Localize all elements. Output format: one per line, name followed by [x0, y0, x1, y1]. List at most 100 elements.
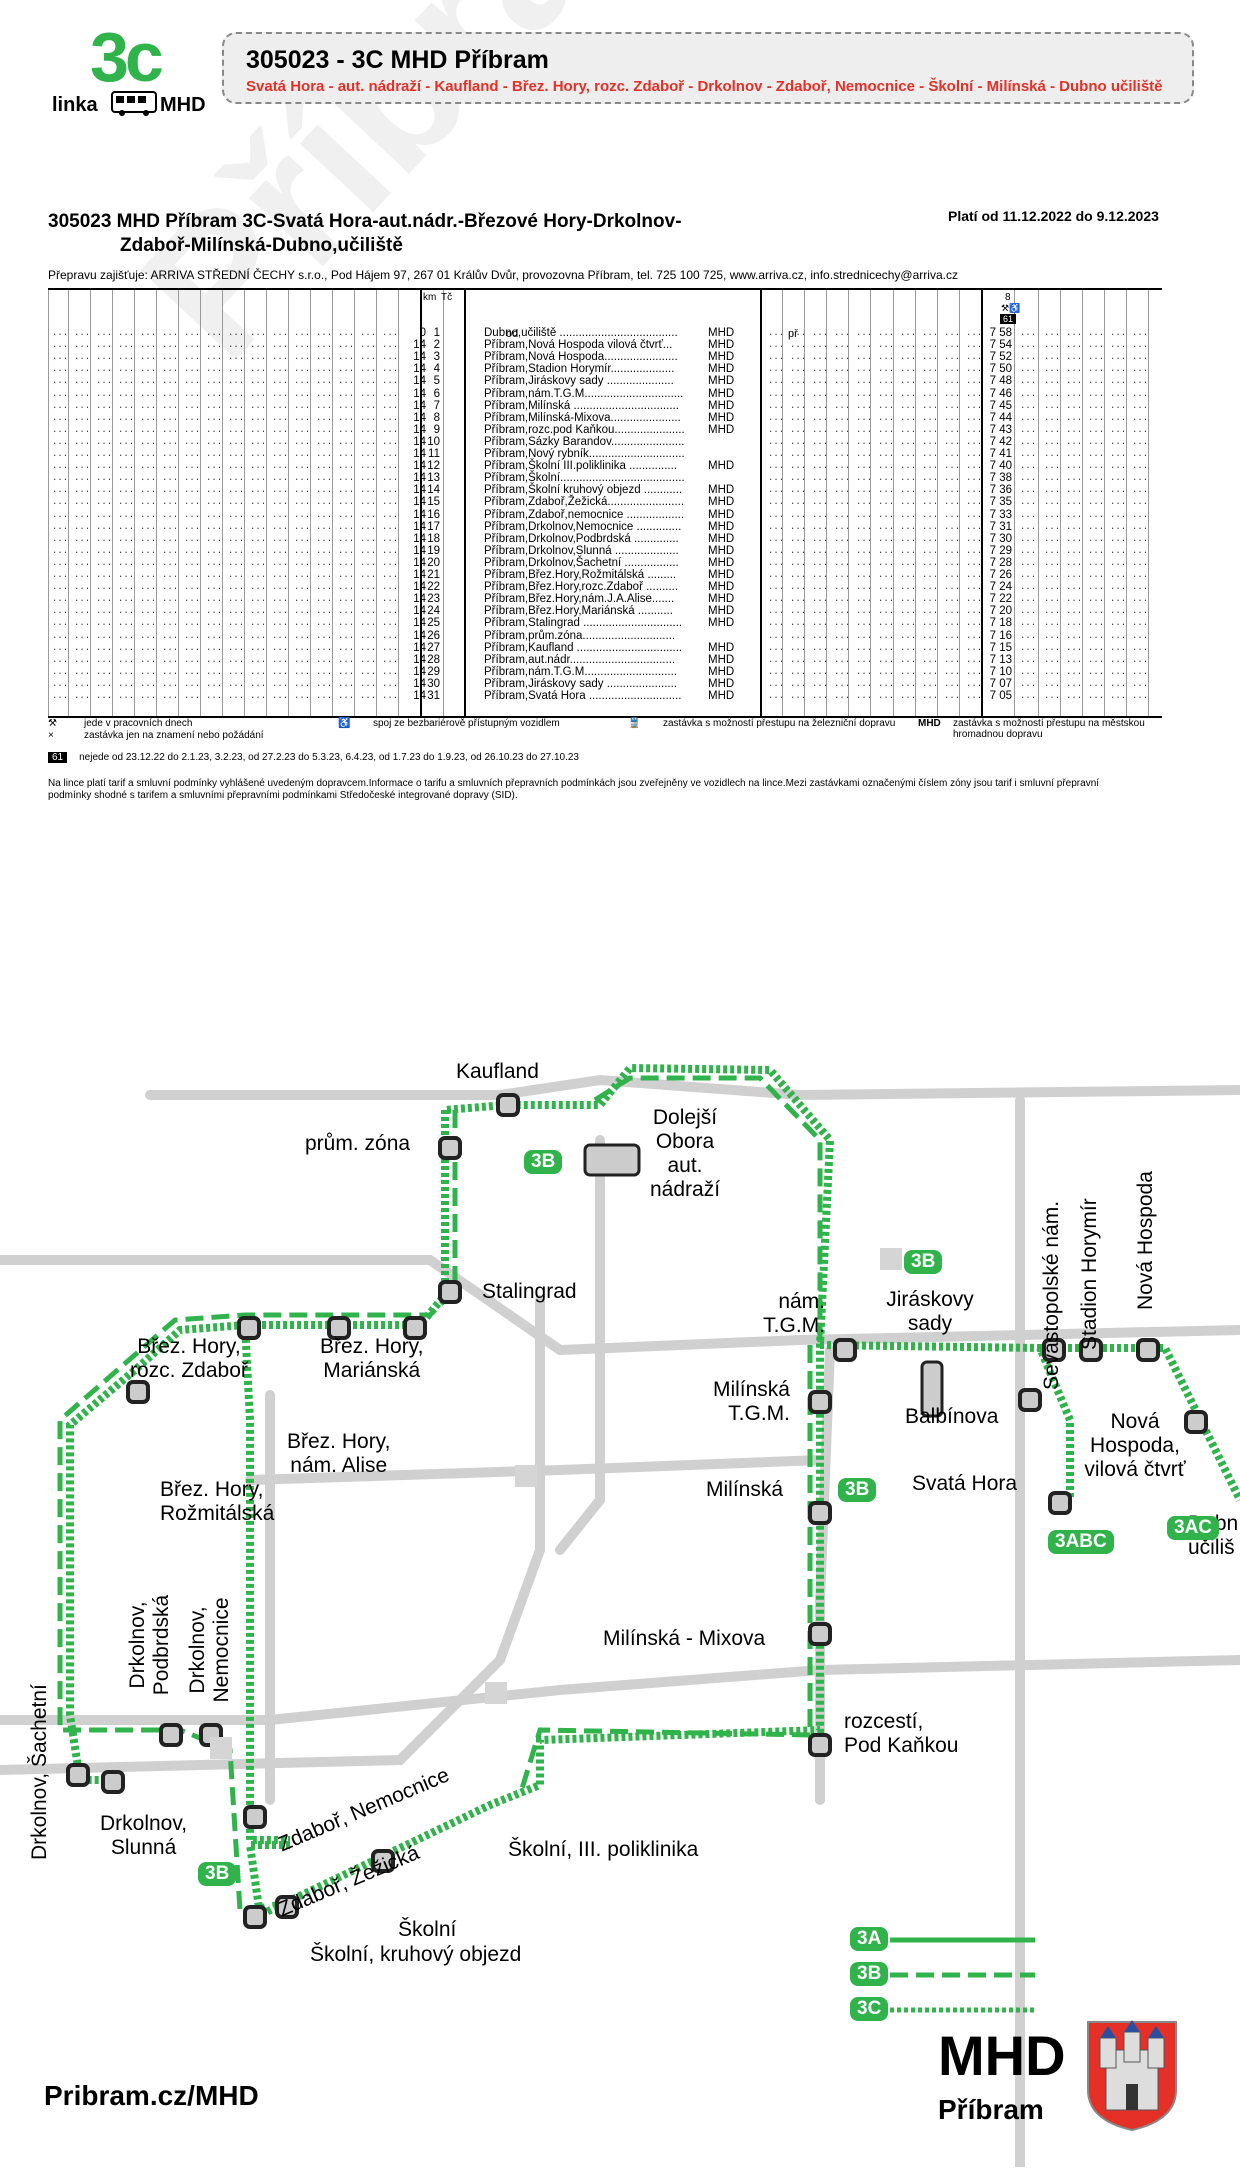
- dots: ...: [272, 388, 289, 399]
- dots: ...: [272, 352, 289, 363]
- dots: ...: [316, 691, 333, 701]
- dots: ...: [140, 545, 157, 556]
- stop-time: 7 40: [989, 460, 1012, 473]
- dots: ...: [1044, 497, 1061, 508]
- dots: ...: [768, 376, 785, 387]
- dots: ...: [74, 424, 91, 435]
- dots: ...: [250, 678, 267, 689]
- stop-zone: 29: [427, 665, 440, 678]
- dots: ...: [966, 570, 983, 580]
- dots: ...: [140, 582, 157, 593]
- dots: ...: [878, 424, 895, 435]
- dots: ...: [966, 412, 983, 423]
- dots: ...: [922, 461, 939, 472]
- dots: ...: [118, 630, 135, 641]
- dots: ...: [250, 691, 267, 701]
- dots: ...: [834, 678, 851, 689]
- label-brez-marianska: Břez. Hory, Mariánská: [320, 1335, 424, 1382]
- dots: ...: [272, 570, 289, 580]
- dots: ...: [1044, 412, 1061, 423]
- dots: ...: [250, 364, 267, 375]
- dots: ...: [1066, 364, 1083, 375]
- dots: ...: [338, 424, 355, 435]
- dots: ...: [74, 557, 91, 568]
- dots: ...: [812, 691, 829, 701]
- note-61-text: nejede od 23.12.22 do 2.1.23, 3.2.23, od…: [79, 752, 579, 763]
- stop-zone: 8: [433, 411, 440, 424]
- dots: ...: [206, 412, 223, 423]
- tag-3abc: 3ABC: [1048, 1530, 1114, 1554]
- dots: ...: [382, 449, 399, 459]
- stop-marker: [1079, 1338, 1103, 1362]
- dots: ...: [1110, 449, 1127, 459]
- dots: ...: [294, 533, 311, 544]
- dots: ...: [52, 473, 69, 484]
- dots: ...: [162, 340, 179, 351]
- dots: ...: [790, 340, 807, 351]
- dots: ...: [118, 594, 135, 605]
- stop-time: 7 35: [989, 496, 1012, 509]
- dots: ...: [878, 654, 895, 665]
- dots: ...: [360, 473, 377, 484]
- stop-row: ........................................…: [48, 388, 1162, 401]
- stop-marker: [808, 1501, 832, 1525]
- dots: ...: [118, 376, 135, 387]
- dots: ...: [338, 570, 355, 580]
- dots: ...: [338, 533, 355, 544]
- dots: ...: [878, 340, 895, 351]
- dots: ...: [338, 630, 355, 641]
- stop-time: 7 50: [989, 363, 1012, 376]
- stop-mhd: MHD: [708, 617, 735, 630]
- dots: ...: [812, 388, 829, 399]
- stop-row: ........................................…: [48, 665, 1162, 679]
- dots: ...: [944, 485, 961, 496]
- dots: ...: [96, 618, 113, 629]
- dots: ...: [900, 352, 917, 363]
- label-jiraskovy: Jiráskovy sady: [886, 1288, 974, 1335]
- dots: ...: [140, 594, 157, 605]
- dots: ...: [790, 545, 807, 556]
- dots: ...: [1088, 461, 1105, 472]
- dots: ...: [52, 400, 69, 411]
- dots: ...: [1020, 436, 1037, 447]
- dots: ...: [1020, 678, 1037, 689]
- dots: ...: [1132, 449, 1149, 459]
- dots: ...: [1110, 461, 1127, 472]
- dots: ...: [272, 412, 289, 423]
- stop-zone: 23: [427, 593, 440, 606]
- dots: ...: [52, 606, 69, 617]
- dots: ...: [338, 691, 355, 701]
- dots: ...: [140, 412, 157, 423]
- dots: ...: [944, 618, 961, 629]
- dots: ...: [790, 594, 807, 605]
- stop-zone: 31: [427, 690, 440, 702]
- header-box: [222, 32, 1194, 104]
- dots: ...: [206, 340, 223, 351]
- dots: ...: [768, 545, 785, 556]
- dots: ...: [834, 618, 851, 629]
- dots: ...: [316, 678, 333, 689]
- dots: ...: [206, 642, 223, 653]
- dots: ...: [1066, 328, 1083, 338]
- dots: ...: [1066, 400, 1083, 411]
- dots: ...: [382, 436, 399, 447]
- dots: ...: [1044, 691, 1061, 701]
- stop-marker: [833, 1338, 857, 1362]
- stop-name: Příbram,Drkolnov,Slunná ................…: [484, 544, 679, 557]
- dots: ...: [96, 388, 113, 399]
- stop-time: 7 38: [989, 472, 1012, 485]
- dots: ...: [118, 582, 135, 593]
- dots: ...: [1132, 678, 1149, 689]
- dots: ...: [1088, 376, 1105, 387]
- label-brez-rozmitalska: Břez. Hory, Rožmitálská: [160, 1478, 275, 1525]
- dots: ...: [294, 340, 311, 351]
- dots: ...: [74, 582, 91, 593]
- dots: ...: [294, 630, 311, 641]
- footer-url[interactable]: Pribram.cz/MHD: [44, 2080, 259, 2111]
- stop-row: ........................................…: [48, 593, 1162, 606]
- dots: ...: [140, 606, 157, 617]
- stop-marker: [496, 1093, 520, 1117]
- dots: ...: [228, 654, 245, 665]
- dots: ...: [812, 545, 829, 556]
- bus-icon: [111, 91, 157, 116]
